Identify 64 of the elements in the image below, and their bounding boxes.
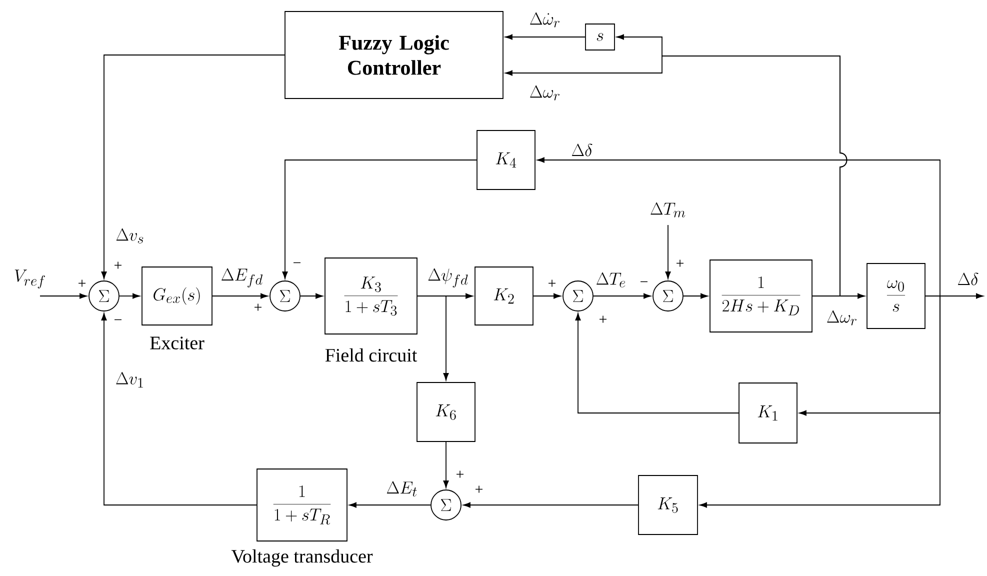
arrow [575,313,739,414]
summing-junction: $\Sigma$ [430,490,462,520]
arrow [300,293,323,299]
sign-label: − [294,262,300,264]
edge-label: $\Delta\omega_r$ [827,310,856,326]
arrow [417,296,449,380]
arrow [212,293,268,299]
gain-box: $K_4$ [476,130,536,190]
arrow [683,293,708,299]
sign-label: + [548,280,556,287]
sign-label: − [640,281,648,282]
summing-junction: $\Sigma$ [562,280,594,312]
arrow [101,313,257,506]
summing-junction: $\Sigma$ [270,280,300,312]
transfer-function-box: $G_{ex}(s)$ [142,266,212,326]
arrow [101,54,285,279]
edge-label: $\Delta E_t$ [386,481,417,496]
gain-box: $K_1$ [738,382,798,444]
edge-label: $\Delta\delta$ [572,144,592,156]
gain-box: $K_6$ [416,382,476,442]
summing-junction: $\Sigma$ [652,280,684,312]
controller-box: Fuzzy Logic Controller [284,11,504,99]
sign-label: + [476,486,482,493]
sign-label: − [114,319,122,320]
arrow [700,296,940,508]
transfer-function-box: $\frac{\omega_0}{s}$ [866,263,926,329]
block-caption: Exciter [150,336,204,350]
edge-label: $\Delta E_{fd}$ [222,268,263,288]
edge-label: $\Delta v_1$ [116,372,143,388]
transfer-function-box: $\frac{1}{2Hs+K_D}$ [710,260,812,332]
arrow [505,34,586,40]
arrow [505,56,848,296]
block-caption: Field circuit [325,348,418,362]
sign-label: + [254,304,262,311]
arrow [40,293,87,299]
gain-box: $K_5$ [638,475,698,535]
arrow [665,224,671,279]
arrow [282,160,477,279]
transfer-function-box: $s$ [585,24,615,50]
sign-label: + [78,280,86,287]
arrow [349,502,431,508]
arrow [443,442,449,488]
gain-box: $K_2$ [474,266,534,326]
edge-label: $\Delta\psi_{fd}$ [428,268,468,288]
transfer-function-box: $\frac{1}{1+sT_R}$ [256,468,348,542]
edge-label: $\Delta\delta$ [958,272,978,286]
arrow [533,293,561,299]
transfer-function-box: $\frac{K_3}{1+sT_3}$ [324,258,418,334]
edge-label: $\Delta\dot{\omega}_r$ [530,12,560,28]
summing-junction: $\Sigma$ [88,280,120,312]
edge-label: $\Delta T_m$ [650,202,686,218]
edge-label: $\Delta v_s$ [116,228,144,244]
sign-label: + [676,260,684,267]
arrow [537,157,940,296]
arrow [463,502,638,508]
sign-label: + [114,262,122,269]
sign-label: + [456,470,464,478]
edge-label: $\Delta\omega_r$ [530,85,560,100]
sign-label: + [600,316,606,323]
edge-label: $\Delta T_e$ [596,272,626,288]
block-caption: Voltage transducer [231,549,373,567]
arrow [119,293,140,299]
arrow [593,293,651,299]
edge-label: $V_{ref}$ [14,270,45,288]
